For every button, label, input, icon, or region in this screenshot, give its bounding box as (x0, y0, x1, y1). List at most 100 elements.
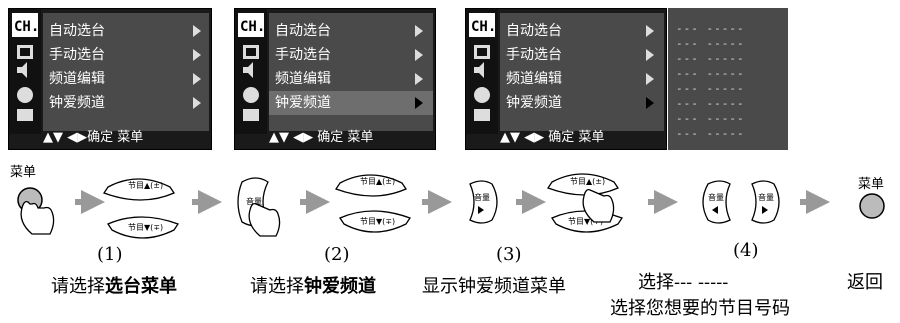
icon-column: CH. (9, 9, 41, 134)
menu-button[interactable] (859, 193, 885, 219)
arrow-right-icon (193, 97, 201, 109)
volume-label: 音量 (474, 192, 490, 202)
arrow-right-icon (415, 97, 423, 109)
prog-up-label: 节目▲(±) (128, 181, 163, 190)
fav-row[interactable]: --- ----- (676, 97, 745, 110)
clock-icon (474, 87, 490, 103)
fav-row[interactable]: --- ----- (676, 67, 745, 80)
menu-icons: CH. (469, 13, 496, 121)
icon-column: CH. (466, 9, 498, 134)
menu-item-edit[interactable]: 频道编辑 (275, 71, 331, 87)
volume-label: 音量 (708, 192, 724, 202)
prog-up-button[interactable] (103, 178, 175, 201)
prog-up-label: 节目▲(±) (360, 177, 395, 186)
volume-label: 音量 (758, 192, 774, 202)
menu-item-favorite[interactable]: 钟爱频道 (506, 95, 562, 111)
bottom-hint-bar: ▲▼ ◀▶确定 菜单 (43, 130, 144, 145)
arrow-right-icon (415, 73, 423, 85)
prog-up-button[interactable] (547, 173, 619, 196)
ch-label: CH. (471, 19, 496, 35)
fav-row[interactable]: --- ----- (676, 22, 745, 35)
step-caption-4: 选择--- ----- (638, 272, 729, 293)
fav-row[interactable]: --- ----- (676, 82, 745, 95)
caption-plain: 请选择 (250, 276, 304, 297)
prog-down-button[interactable] (339, 210, 411, 233)
briefcase-icon (17, 109, 33, 121)
prog-down-button[interactable] (107, 216, 179, 239)
menu-item-auto[interactable]: 自动选台 (49, 23, 105, 39)
step-caption-4-line2: 选择您想要的节目号码 (610, 298, 790, 319)
menu-icons: CH. (12, 13, 39, 121)
menu-panel: 自动选台 手动选台 频道编辑 钟爱频道 (43, 13, 209, 131)
tv-screen-1: CH. 自动选台 手动选台 频道编辑 钟爱频道 ▲▼ ◀▶确定 菜单 (8, 8, 212, 150)
arrow-right-icon (646, 73, 654, 85)
icon-column: CH. (235, 9, 267, 134)
ch-label: CH. (240, 19, 265, 35)
bottom-hint-bar: ▲▼ ◀▶ 确定 菜单 (269, 130, 374, 145)
menu-highlight (269, 91, 433, 115)
step-number-4: (4) (733, 240, 759, 261)
bottom-hint-bar: ▲▼ ◀▶ 确定 菜单 (500, 130, 605, 145)
hand-icon (582, 188, 615, 223)
arrow-right-icon (193, 25, 201, 37)
arrow-right-icon (193, 49, 201, 61)
menu-icons: CH. (238, 13, 265, 121)
speaker-icon (474, 62, 484, 78)
briefcase-icon (474, 109, 490, 121)
volume-label: 音量 (246, 196, 262, 206)
tv-screen-3: CH. 自动选台 手动选台 频道编辑 钟爱频道 ▲▼ ◀▶ 确定 菜单 (465, 8, 667, 150)
menu-panel: 自动选台 手动选台 频道编辑 钟爱频道 (269, 13, 433, 131)
prog-up-label: 节目▲(±) (570, 177, 605, 186)
volume-right-button[interactable] (469, 180, 498, 224)
step-number-2: (2) (324, 244, 350, 265)
hand-icon (248, 202, 281, 237)
briefcase-icon (243, 109, 259, 121)
menu-item-manual[interactable]: 手动选台 (49, 47, 105, 63)
step-caption-3: 显示钟爱频道菜单 (422, 276, 566, 297)
menu-item-edit[interactable]: 频道编辑 (49, 71, 105, 87)
menu-item-favorite[interactable]: 钟爱频道 (275, 95, 331, 111)
step-number-1: (1) (97, 244, 123, 265)
arrow-right-icon (762, 206, 768, 214)
caption-bold: 选台菜单 (105, 276, 177, 297)
speaker-icon (243, 62, 253, 78)
menu-button-label: 菜单 (858, 177, 884, 192)
volume-right-button[interactable] (751, 180, 780, 224)
remote-steps-diagram: 菜单 节目▲(±) 节目▼(∓) 音量 节目▲(±) 节目▼(∓) 音量 节目▲… (10, 165, 885, 239)
step-number-3: (3) (496, 244, 522, 265)
fav-row[interactable]: --- ----- (676, 112, 745, 125)
arrow-right-icon (193, 73, 201, 85)
menu-item-auto[interactable]: 自动选台 (506, 23, 562, 39)
prog-down-label: 节目▼(∓) (360, 217, 395, 226)
menu-item-favorite[interactable]: 钟爱频道 (49, 95, 105, 111)
volume-left-button[interactable] (702, 180, 731, 224)
hand-icon (20, 200, 55, 235)
menu-item-manual[interactable]: 手动选台 (506, 47, 562, 63)
step-caption-1: 请选择选台菜单 (51, 272, 177, 298)
fav-row[interactable]: --- ----- (676, 127, 745, 140)
return-caption: 返回 (847, 272, 883, 293)
clock-icon (17, 87, 33, 103)
fav-row[interactable]: --- ----- (676, 37, 745, 50)
menu-panel: 自动选台 手动选台 频道编辑 钟爱频道 (500, 13, 664, 131)
menu-button-label: 菜单 (10, 165, 36, 180)
prog-down-label: 节目▼(∓) (128, 223, 163, 232)
arrow-left-icon (712, 206, 718, 214)
arrow-right-icon (646, 97, 654, 109)
arrow-right-icon (415, 49, 423, 61)
arrow-right-icon (478, 206, 484, 214)
prog-up-button[interactable] (335, 174, 407, 197)
caption-plain: 请选择 (51, 276, 105, 297)
menu-item-auto[interactable]: 自动选台 (275, 23, 331, 39)
prog-down-label: 节目▼(∓) (568, 217, 603, 226)
menu-item-manual[interactable]: 手动选台 (275, 47, 331, 63)
ch-label: CH. (14, 19, 39, 35)
caption-bold: 钟爱频道 (304, 276, 376, 297)
menu-item-edit[interactable]: 频道编辑 (506, 71, 562, 87)
arrow-right-icon (646, 25, 654, 37)
tv-screen-2: CH. 自动选台 手动选台 频道编辑 钟爱频道 ▲▼ ◀▶ 确定 菜单 (234, 8, 436, 150)
favorite-channel-list: --- ----- --- ----- --- ----- --- ----- … (668, 8, 788, 150)
fav-row[interactable]: --- ----- (676, 52, 745, 65)
step-caption-2: 请选择钟爱频道 (250, 272, 376, 298)
arrow-right-icon (646, 49, 654, 61)
